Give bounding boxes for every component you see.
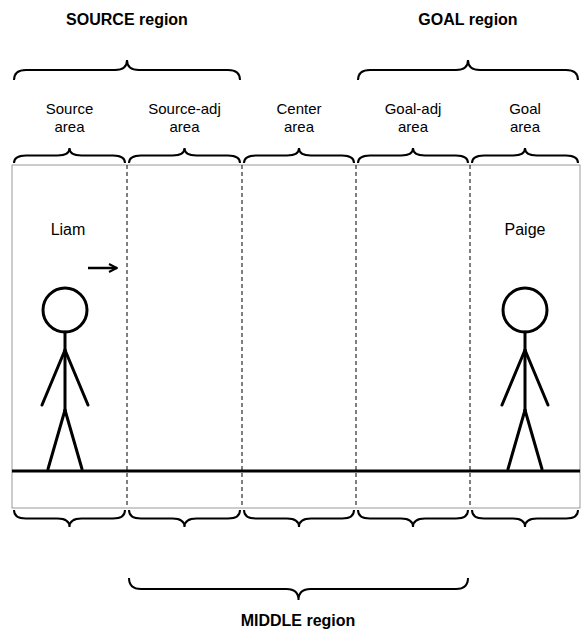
curly-brace <box>14 60 240 80</box>
stick-figure <box>502 288 548 469</box>
curly-brace <box>472 148 578 163</box>
curly-brace <box>358 148 468 163</box>
curly-brace <box>129 510 240 527</box>
stick-figures <box>42 288 548 469</box>
region-label: MIDDLE region <box>241 612 356 630</box>
area-label: Goal-adj area <box>378 100 448 136</box>
area-divider <box>356 165 357 508</box>
person-name: Liam <box>51 221 86 239</box>
curly-brace <box>358 510 468 527</box>
area-divider <box>470 165 471 508</box>
area-band: Source-adj area <box>127 100 242 508</box>
curly-brace <box>14 148 125 163</box>
area-divider <box>242 165 243 508</box>
curly-brace <box>244 510 354 527</box>
stick-figure <box>42 288 88 469</box>
area-label: Center area <box>269 100 329 136</box>
area-dividers <box>127 165 470 508</box>
area-label: Source area <box>40 100 100 136</box>
area-label: Goal area <box>500 100 550 136</box>
area-band: Goal area <box>470 100 580 508</box>
curly-brace <box>14 510 125 527</box>
curly-brace <box>129 148 240 163</box>
curly-brace <box>244 148 354 163</box>
braces <box>14 60 578 600</box>
region-label: GOAL region <box>418 11 517 29</box>
area-divider <box>127 165 128 508</box>
area-band: Source area <box>12 100 127 508</box>
curly-brace <box>129 578 468 600</box>
curly-brace <box>358 60 578 80</box>
area-label: Source-adj area <box>144 100 226 136</box>
area-band: Center area <box>242 100 356 508</box>
scene-frame <box>12 165 580 508</box>
motion-arrow <box>88 267 117 270</box>
ground-line <box>12 470 580 473</box>
person-name: Paige <box>505 221 546 239</box>
curly-brace <box>472 510 578 527</box>
region-label: SOURCE region <box>66 11 188 29</box>
area-band: Goal-adj area <box>356 100 470 508</box>
